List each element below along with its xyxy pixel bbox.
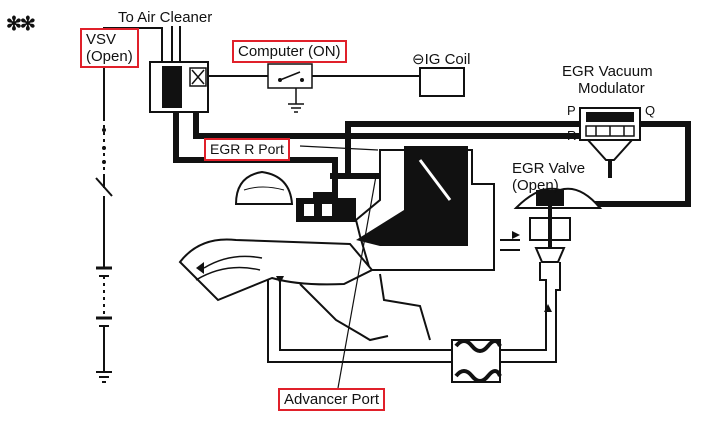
flow-arrows [196,231,552,312]
port-p-label: P [567,103,576,118]
vsv-solenoid [149,61,209,113]
egr-vacuum-modulator-line1: EGR Vacuum [562,63,653,80]
advancer-port-box: Advancer Port [278,388,386,411]
egr-valve-state: (Open) [512,177,559,194]
egr-valve [513,187,603,263]
air-cleaner-tubes [171,26,181,62]
to-air-cleaner-label: To Air Cleaner [118,9,213,26]
egr-r-port-box: EGR R Port [204,138,290,161]
vsv-open-box: VSV (Open) [80,28,139,68]
port-q-label: Q [645,103,656,118]
egr-exhaust-pipe [500,239,561,363]
bellows-pipe [267,262,502,383]
computer-on-box: Computer (ON) [232,40,347,63]
egr-vacuum-modulator-label: EGR Vacuum Modulator [562,63,653,97]
egr-valve-line1: EGR Valve [512,160,586,177]
port-r-label: R [567,128,577,143]
ig-coil-body [419,67,465,97]
advancer-port-pointer [299,145,379,389]
vsv-state-label: (Open) [86,48,133,65]
carburetor-body [178,146,495,342]
egr-valve-label: EGR Valve (Open) [512,160,585,194]
ig-coil-label: ⊖IG Coil [412,51,471,68]
switch-dots [102,128,106,164]
vsv-label: VSV [86,31,117,48]
egr-vacuum-modulator-line2: Modulator [578,80,645,97]
computer-switch [267,63,313,113]
egr-vacuum-modulator [579,107,641,178]
battery-circuit [95,60,113,383]
diagram-marker: ✻✻ [6,14,36,35]
